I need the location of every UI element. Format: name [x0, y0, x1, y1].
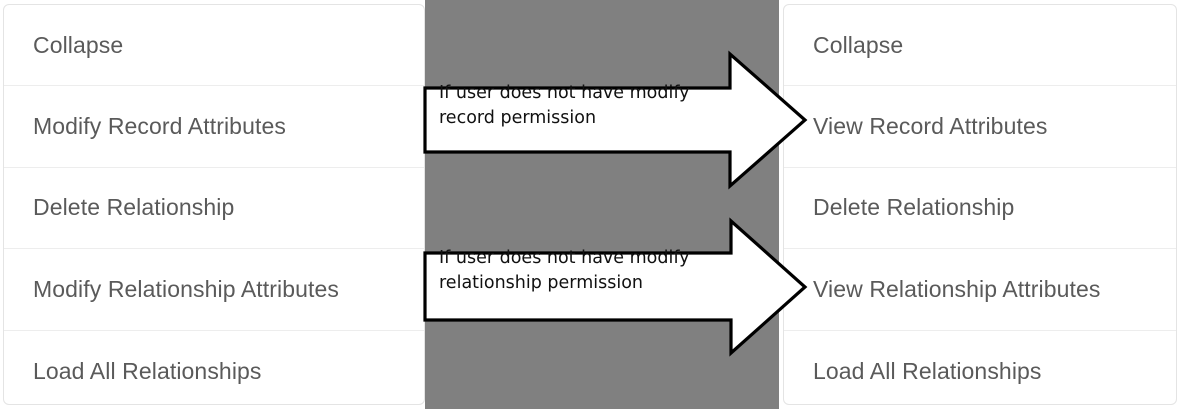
right-block-arrow-icon — [423, 50, 808, 190]
right-menu-item-load-all-relationships[interactable]: Load All Relationships — [784, 331, 1176, 404]
menu-item-label: Load All Relationships — [33, 357, 262, 384]
annotation-modify-record-permission: If user does not have modify record perm… — [423, 50, 808, 190]
left-context-menu: Collapse Modify Record Attributes Delete… — [3, 4, 425, 405]
center-gray-panel — [425, 0, 779, 409]
menu-item-label: Load All Relationships — [813, 357, 1042, 384]
right-context-menu: Collapse View Record Attributes Delete R… — [783, 4, 1177, 405]
left-menu-item-collapse[interactable]: Collapse — [4, 5, 424, 87]
menu-item-label: Collapse — [813, 31, 904, 58]
left-menu-item-modify-relationship-attributes[interactable]: Modify Relationship Attributes — [4, 249, 424, 331]
annotation-modify-relationship-permission: If user does not have modify relationshi… — [423, 217, 808, 357]
left-menu-item-load-all-relationships[interactable]: Load All Relationships — [4, 331, 424, 404]
annotation-text: If user does not have modify relationshi… — [439, 248, 690, 293]
menu-item-label: Delete Relationship — [33, 194, 235, 221]
right-menu-item-delete-relationship[interactable]: Delete Relationship — [784, 168, 1176, 250]
menu-item-label: Collapse — [33, 31, 124, 58]
left-menu-item-modify-record-attributes[interactable]: Modify Record Attributes — [4, 86, 424, 168]
menu-item-label: Modify Record Attributes — [33, 113, 286, 140]
right-block-arrow-icon — [423, 217, 808, 357]
right-menu-item-view-record-attributes[interactable]: View Record Attributes — [784, 86, 1176, 168]
menu-item-label: View Record Attributes — [813, 113, 1048, 140]
right-menu-item-view-relationship-attributes[interactable]: View Relationship Attributes — [784, 249, 1176, 331]
left-menu-item-delete-relationship[interactable]: Delete Relationship — [4, 168, 424, 250]
menu-item-label: Modify Relationship Attributes — [33, 275, 339, 302]
menu-item-label: Delete Relationship — [813, 194, 1015, 221]
menu-item-label: View Relationship Attributes — [813, 275, 1101, 302]
annotation-text: If user does not have modify record perm… — [439, 83, 690, 128]
right-menu-item-collapse[interactable]: Collapse — [784, 5, 1176, 87]
